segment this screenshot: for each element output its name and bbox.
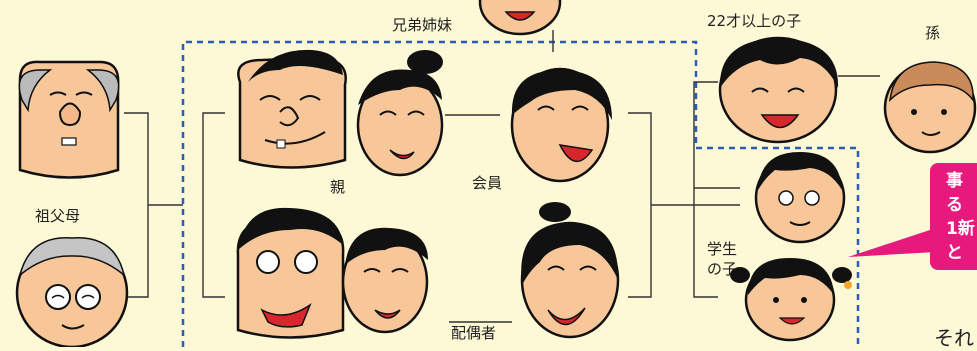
label-student-child-line1: 学生 bbox=[707, 240, 738, 258]
spouse-mother-face-icon bbox=[341, 227, 429, 334]
grandfather-face-icon bbox=[18, 60, 120, 179]
father-face-icon bbox=[237, 49, 347, 169]
label-siblings: 兄弟姉妹 bbox=[392, 16, 453, 34]
mother-face-icon bbox=[356, 50, 444, 177]
label-grandparents: 祖父母 bbox=[35, 207, 81, 225]
label-student-child-line2: の子 bbox=[707, 260, 738, 278]
label-adult-child: 22才以上の子 bbox=[707, 12, 802, 30]
label-grandchild: 孫 bbox=[925, 24, 941, 42]
family-scope-dashed-border bbox=[181, 40, 860, 347]
grandchild-face-icon bbox=[883, 61, 977, 154]
callout-box: 事 る 1新 と bbox=[930, 163, 977, 270]
label-parents: 親 bbox=[330, 178, 346, 196]
callout-pointer bbox=[848, 228, 936, 257]
adult-child-face-icon bbox=[718, 36, 839, 144]
spouse-face-icon bbox=[520, 202, 620, 339]
callout-line-3: 1新 bbox=[946, 219, 975, 239]
label-spouse: 配偶者 bbox=[451, 324, 497, 342]
callout-line-4: と bbox=[946, 243, 963, 263]
label-member: 会員 bbox=[472, 174, 503, 192]
member-face-icon bbox=[510, 67, 612, 183]
callout-line-2: る bbox=[946, 195, 963, 215]
callout-line-1: 事 bbox=[946, 171, 963, 191]
trailing-text: それ bbox=[934, 326, 974, 350]
connector-lines bbox=[124, 30, 880, 323]
student-child-2-face-icon bbox=[730, 258, 852, 342]
sibling-face-icon bbox=[478, 0, 562, 36]
student-child-1-face-icon bbox=[754, 152, 846, 244]
spouse-father-face-icon bbox=[236, 207, 345, 339]
grandmother-face-icon bbox=[15, 237, 129, 347]
